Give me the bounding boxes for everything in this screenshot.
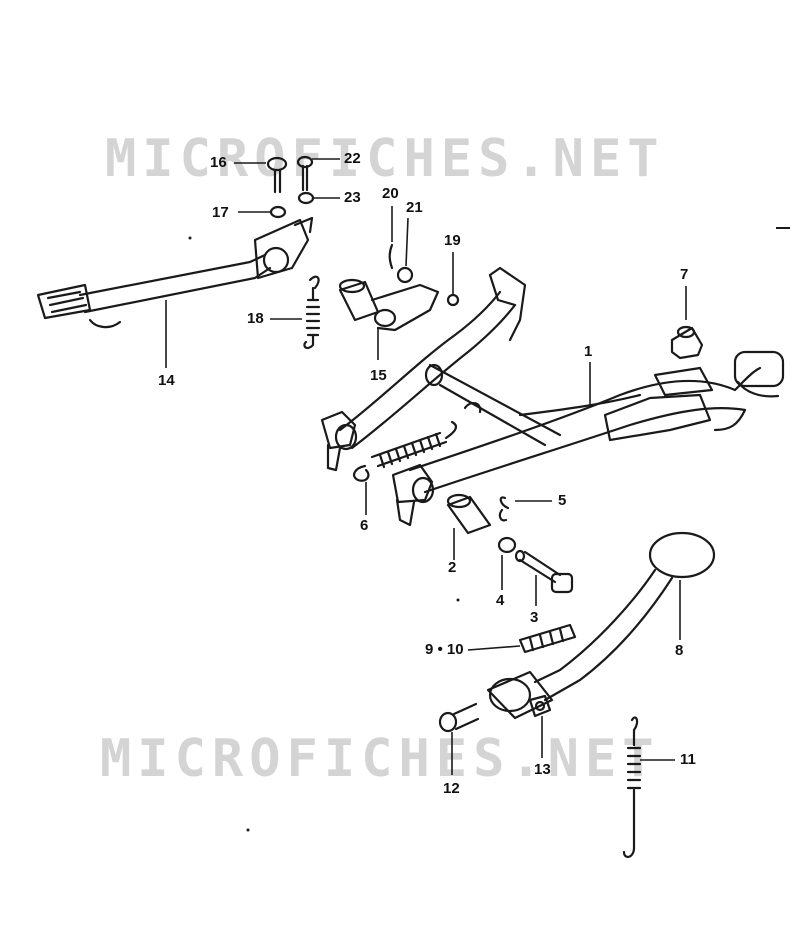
stray-dot: [188, 236, 192, 240]
leader-9-10: [467, 645, 521, 651]
callout-2: 2: [448, 559, 457, 576]
clip: [498, 496, 510, 522]
callout-1: 1: [584, 343, 593, 360]
leader-21: [405, 217, 409, 267]
center-stand-frame: [320, 266, 785, 527]
stopper: [670, 325, 704, 360]
adjuster: [518, 623, 577, 654]
callout-7: 7: [680, 266, 689, 283]
pedal-spring: [303, 275, 321, 350]
pedal-bolt: [266, 156, 288, 194]
callout-16: 16: [210, 154, 227, 171]
lever-nut: [528, 694, 552, 718]
stray-dot: [246, 828, 250, 832]
callout-18: 18: [247, 310, 264, 327]
stand-spring: [352, 402, 482, 482]
brake-arm: [338, 278, 440, 332]
callout-15: 15: [370, 367, 387, 384]
lever-bolt: [438, 702, 480, 733]
callout-22: 22: [344, 150, 361, 167]
return-spring: [622, 716, 642, 858]
watermark-bottom: MICROFICHES.NET: [100, 729, 660, 789]
callout-20: 20: [382, 185, 399, 202]
callout-4: 4: [496, 592, 505, 609]
stray-dash: [776, 227, 790, 229]
bushing: [446, 493, 492, 535]
callout-5: 5: [558, 492, 567, 509]
callout-11: 11: [680, 751, 696, 768]
stray-dot: [456, 598, 460, 602]
callout-9-10: 9 • 10: [425, 641, 464, 658]
callout-21: 21: [406, 199, 423, 216]
callout-12: 12: [443, 780, 460, 797]
callout-13: 13: [534, 761, 551, 778]
callout-17: 17: [212, 204, 229, 221]
pivot-bolt: [514, 549, 574, 594]
washer: [497, 536, 517, 554]
callout-23: 23: [344, 189, 361, 206]
callout-3: 3: [530, 609, 539, 626]
ring-19: [446, 293, 460, 307]
washer-21: [396, 266, 414, 284]
callout-14: 14: [158, 372, 175, 389]
brake-pedal: [36, 216, 314, 329]
stand-lever: [486, 531, 716, 720]
callout-19: 19: [444, 232, 461, 249]
cotter-pin: [388, 243, 394, 270]
nut-17: [269, 205, 287, 219]
washer-23: [297, 191, 315, 205]
callout-8: 8: [675, 642, 684, 659]
watermark-top: MICROFICHES.NET: [105, 129, 665, 189]
pedal-pin: [296, 155, 314, 192]
callout-6: 6: [360, 517, 369, 534]
